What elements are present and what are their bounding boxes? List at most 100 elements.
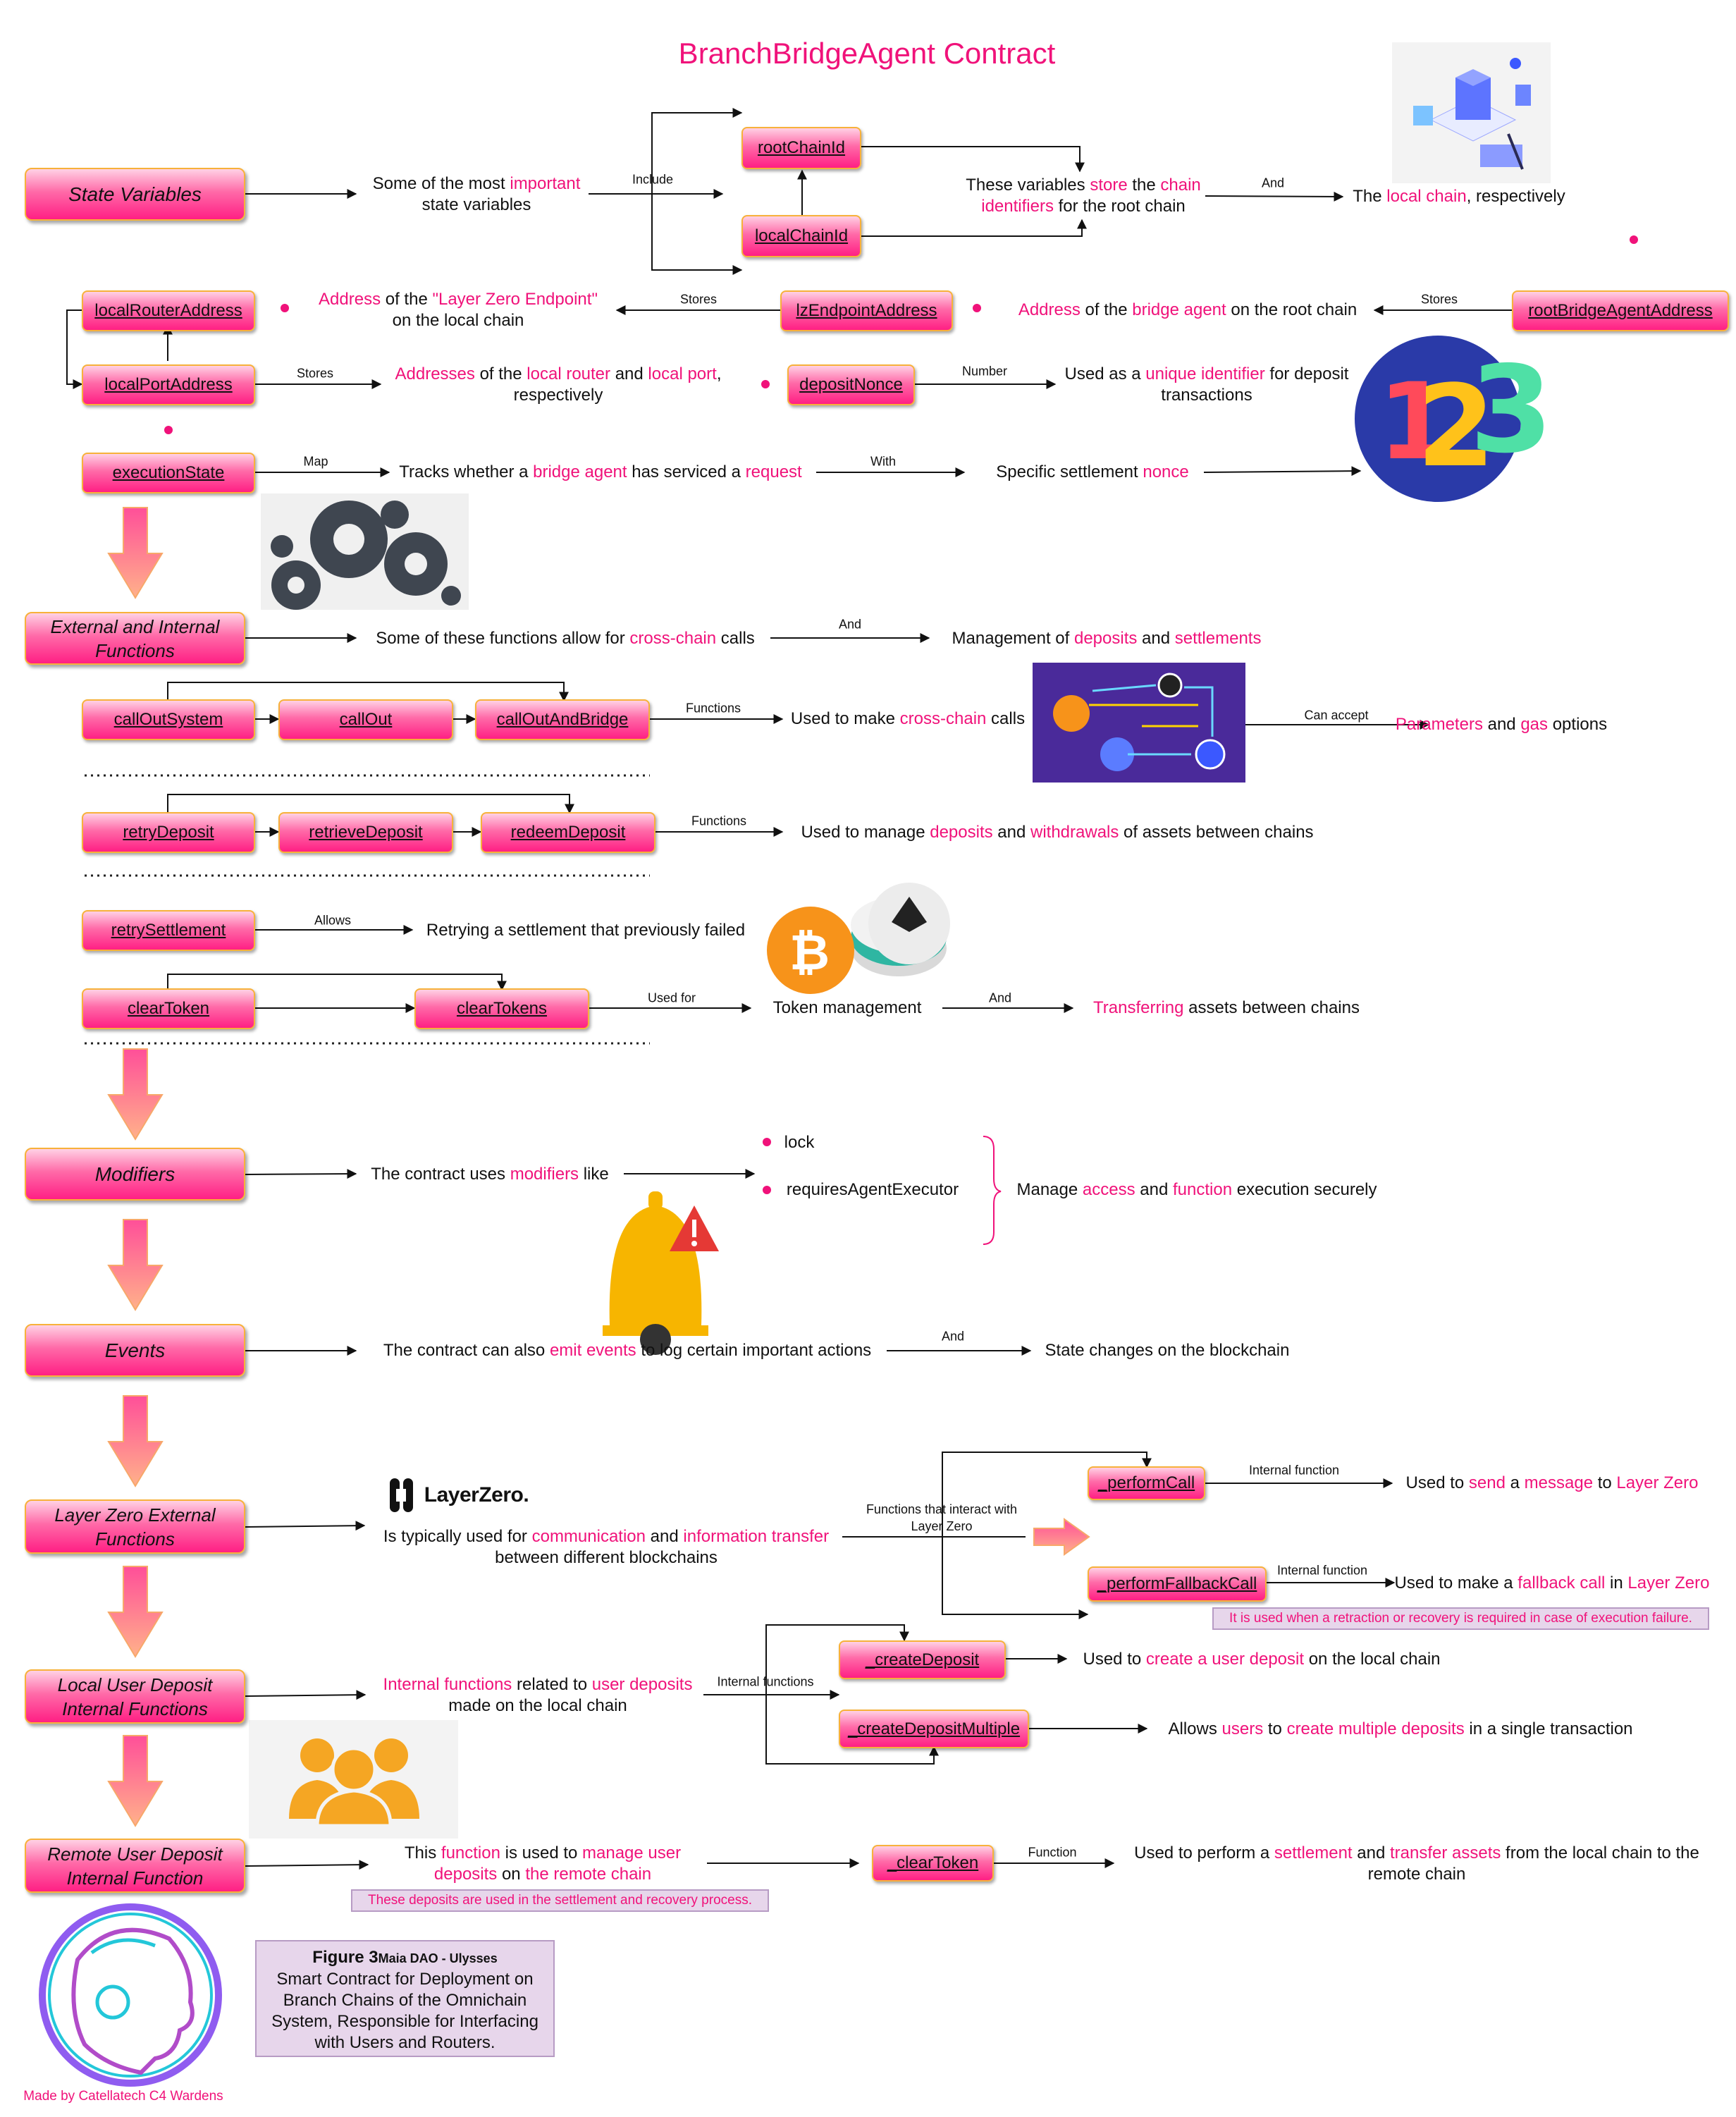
layerzero-logo-icon [390, 1478, 413, 1512]
page-title: BranchBridgeAgent Contract [678, 37, 1056, 70]
node-retrieve-deposit[interactable]: retrieveDeposit [278, 812, 453, 853]
node-root-chain-id[interactable]: rootChainId [741, 127, 861, 169]
text-fallback-call: Used to make a fallback call in Layer Ze… [1394, 1573, 1710, 1593]
layerzero-logo-text: LayerZero. [424, 1483, 529, 1507]
node-redeem-deposit[interactable]: redeemDeposit [481, 812, 655, 853]
node-perform-fallback-call[interactable]: _performFallbackCall [1088, 1566, 1267, 1602]
text-transferring-assets: Transferring assets between chains [1093, 998, 1360, 1017]
caption-figure: Figure 3 [312, 1948, 378, 1967]
text-router-port: Addresses of the local router and local … [395, 364, 722, 405]
modifier-lock: lock [784, 1133, 815, 1152]
node-local-chain-id[interactable]: localChainId [741, 215, 861, 257]
section-events[interactable]: Events [25, 1324, 245, 1377]
edge-label-functions: Functions [685, 701, 741, 716]
text-deposits-settlements: Management of deposits and settlements [952, 629, 1262, 648]
node-retry-settlement[interactable]: retrySettlement [82, 910, 255, 951]
decorative-dot [281, 304, 289, 312]
edge-label-used-for: Used for [647, 990, 696, 1005]
section-functions[interactable]: External and Internal Functions [25, 612, 245, 665]
text-create-multiple: Allows users to create multiple deposits… [1168, 1719, 1633, 1738]
credit-text: Made by Catellatech C4 Wardens [23, 2089, 223, 2104]
edge-label-stores: Stores [296, 366, 334, 381]
edge-label-number: Number [961, 364, 1008, 379]
caption-project: Maia DAO - Ulysses [378, 1951, 498, 1965]
node-call-out-system[interactable]: callOutSystem [82, 699, 255, 740]
node-lz-endpoint-address[interactable]: lzEndpointAddress [780, 290, 953, 331]
node-perform-call[interactable]: _performCall [1088, 1466, 1205, 1500]
text-parameters-gas: Parameters and gas options [1395, 715, 1608, 734]
edge-label-can-accept: Can accept [1304, 708, 1369, 723]
node-create-deposit-multiple[interactable]: _createDepositMultiple [839, 1710, 1029, 1748]
edge-label-stores: Stores [679, 292, 718, 307]
node-deposit-nonce[interactable]: depositNonce [787, 364, 915, 405]
node-local-router-address[interactable]: localRouterAddress [82, 290, 255, 331]
decorative-dot [1630, 235, 1638, 244]
text-settlement-nonce: Specific settlement nonce [996, 462, 1189, 481]
edge-label-and: And [941, 1329, 965, 1344]
bullet-dot [763, 1138, 771, 1146]
node-retry-deposit[interactable]: retryDeposit [82, 812, 255, 853]
text-emit-events: The contract can also emit events to log… [383, 1341, 872, 1360]
platform-illustration [1392, 42, 1551, 183]
node-clear-token[interactable]: clearToken [82, 988, 255, 1029]
edge-label-functions: Functions [691, 814, 747, 828]
node-clear-token-internal[interactable]: _clearToken [872, 1845, 994, 1882]
edge-label-with: With [870, 454, 896, 469]
text-local-chain: The local chain, respectively [1353, 187, 1565, 206]
decorative-dot [973, 304, 981, 312]
edge-label-and: And [838, 617, 862, 632]
node-clear-tokens[interactable]: clearTokens [414, 988, 589, 1029]
edge-label-functions-interact: Functions that interact with Layer Zero [866, 1502, 1018, 1533]
section-state-variables[interactable]: State Variables [25, 168, 245, 221]
text-uses-modifiers: The contract uses modifiers like [371, 1165, 609, 1184]
section-local-deposit[interactable]: Local User Deposit Internal Functions [25, 1669, 245, 1724]
node-call-out-and-bridge[interactable]: callOutAndBridge [475, 699, 650, 740]
text-manage-access: Manage access and function execution sec… [1016, 1180, 1377, 1199]
edge-label-function: Function [1028, 1845, 1077, 1860]
text-layer-zero-endpoint: Address of the "Layer Zero Endpoint"on t… [319, 290, 598, 330]
node-local-port-address[interactable]: localPortAddress [82, 364, 255, 405]
edge-label-and: And [1261, 176, 1285, 190]
decorative-dot [164, 426, 173, 434]
maia-logo-icon [39, 1903, 222, 2087]
node-create-deposit[interactable]: _createDeposit [839, 1640, 1006, 1679]
node-call-out[interactable]: callOut [278, 699, 453, 740]
edge-label-internal-functions: Internal functions [717, 1674, 814, 1689]
number-badge-icon: 1 2 3 [1355, 336, 1553, 502]
edge-label-stores: Stores [1420, 292, 1458, 307]
text-internal-functions: Internal functions related to user depos… [383, 1675, 693, 1715]
note-fallback: It is used when a retraction or recovery… [1212, 1607, 1709, 1630]
text-manage-deposits: Used to manage deposits and withdrawals … [801, 823, 1314, 842]
note-remote: These deposits are used in the settlemen… [351, 1889, 769, 1912]
flow-arrows [107, 507, 1090, 1827]
text-cross-chain-calls: Used to make cross-chain calls [790, 709, 1026, 728]
section-modifiers[interactable]: Modifiers [25, 1148, 245, 1201]
text-bridge-agent-address: Address of the bridge agent on the root … [1018, 300, 1358, 319]
svg-text:3: 3 [1470, 340, 1553, 480]
text-create-user-deposit: Used to create a user deposit on the loc… [1083, 1650, 1441, 1669]
text-layer-zero-usage: Is typically used for communication and … [383, 1527, 830, 1567]
text-token-management: Token management [772, 998, 922, 1017]
svg-text:1: 1 [1378, 361, 1451, 484]
modifier-requires-agent-executor: requiresAgentExecutor [786, 1180, 959, 1199]
text-state-changes: State changes on the blockchain [1045, 1341, 1290, 1360]
edge-label-map: Map [303, 454, 328, 469]
users-group-icon [249, 1720, 458, 1839]
node-root-bridge-agent-address[interactable]: rootBridgeAgentAddress [1512, 290, 1729, 331]
section-layer-zero[interactable]: Layer Zero External Functions [25, 1499, 245, 1554]
crypto-flow-icon [1033, 663, 1245, 783]
edge-label-allows: Allows [314, 913, 352, 928]
bell-warning-icon [603, 1191, 719, 1355]
figure-caption: Figure 3Maia DAO - Ulysses Smart Contrac… [255, 1940, 555, 2057]
node-execution-state[interactable]: executionState [82, 453, 255, 493]
text-cross-chain-functions: Some of these functions allow for cross-… [376, 629, 755, 648]
decorative-dot [761, 380, 770, 388]
section-remote-deposit[interactable]: Remote User Deposit Internal Function [25, 1839, 245, 1893]
edge-label-internal-function: Internal function [1248, 1463, 1340, 1478]
svg-text:₿: ₿ [789, 923, 830, 981]
